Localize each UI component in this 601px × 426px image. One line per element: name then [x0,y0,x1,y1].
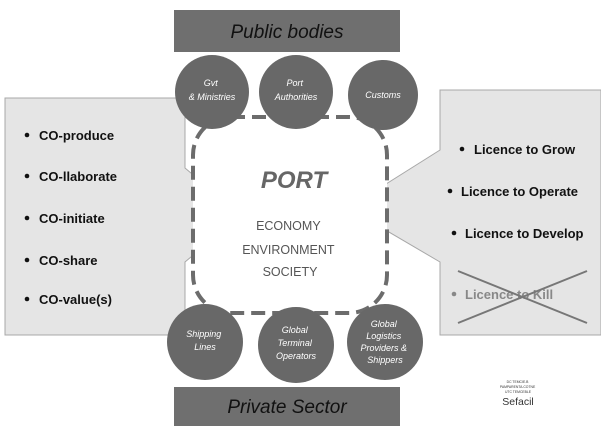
svg-text:Sefacil: Sefacil [502,396,534,408]
circle-shipping-lines: Shipping Lines [167,304,243,380]
list-item: CO-share [24,253,98,268]
private-sector-band [174,387,400,426]
svg-text:CO-value(s): CO-value(s) [39,292,112,307]
svg-text:CO-produce: CO-produce [39,128,114,143]
list-item: CO-value(s) [24,292,112,307]
svg-text:Licence to Develop: Licence to Develop [465,226,584,241]
svg-text:DC TEMCIE.B PAMPARENTA.C: DC TEMCIE.B PAMPARENTA.COTNE UTC TEMCEBL… [500,380,536,394]
sefacil-logo: DC TEMCIE.B PAMPARENTA.COTNE UTC TEMCEBL… [500,380,536,408]
svg-text:CO-share: CO-share [39,253,98,268]
public-bodies-label: Public bodies [230,22,344,43]
svg-text:Customs: Customs [365,90,401,100]
private-sector-label: Private Sector [227,397,347,418]
svg-text:CO-initiate: CO-initiate [39,211,105,226]
crossed-list-item: Licence to Kill [451,270,588,324]
circle-global-logistics-providers: Global Logistics Providers & Shippers [347,304,423,380]
svg-text:Licence to Kill: Licence to Kill [465,287,553,302]
circle-customs: Customs [348,60,418,130]
svg-text:Global Terminal Op: Global Terminal Operators [276,325,317,361]
list-item: CO-produce [24,128,114,143]
circle-port-authorities: Port Authorities [259,55,333,129]
port-subtitle: ECONOMY ENVIRONMENT SOCIETY [242,219,338,279]
list-item: CO-llaborate [24,169,117,184]
svg-text:Shipping Lines: Shipping Lines [186,329,224,352]
list-item: Licence to Develop [451,226,584,241]
list-item: Licence to Operate [447,184,578,199]
svg-text:Global Logistics P: Global Logistics Providers & Shippers [360,319,409,365]
right-arrow-panel [347,89,601,336]
right-list: Licence to Grow Licence to Operate Licen… [447,142,588,324]
circle-global-terminal-operators: Global Terminal Operators [258,307,334,383]
cross-out-line [457,270,588,324]
svg-text:Port Authorities: Port Authorities [274,78,318,102]
port-dashed-frame [191,115,389,315]
public-bodies-band [174,10,400,52]
svg-text:Licence to Grow: Licence to Grow [474,142,576,157]
svg-text:Licence to Operate: Licence to Operate [461,184,578,199]
svg-text:CO-llaborate: CO-llaborate [39,169,117,184]
svg-text:Gvt & Ministries: Gvt & Ministries [189,78,236,102]
list-item: Licence to Grow [459,142,576,157]
list-item: CO-initiate [24,211,105,226]
port-title: PORT [261,167,330,194]
circle-gvt-ministries: Gvt & Ministries [175,55,249,129]
left-list: CO-produce CO-llaborate CO-initiate CO-s… [24,128,117,307]
